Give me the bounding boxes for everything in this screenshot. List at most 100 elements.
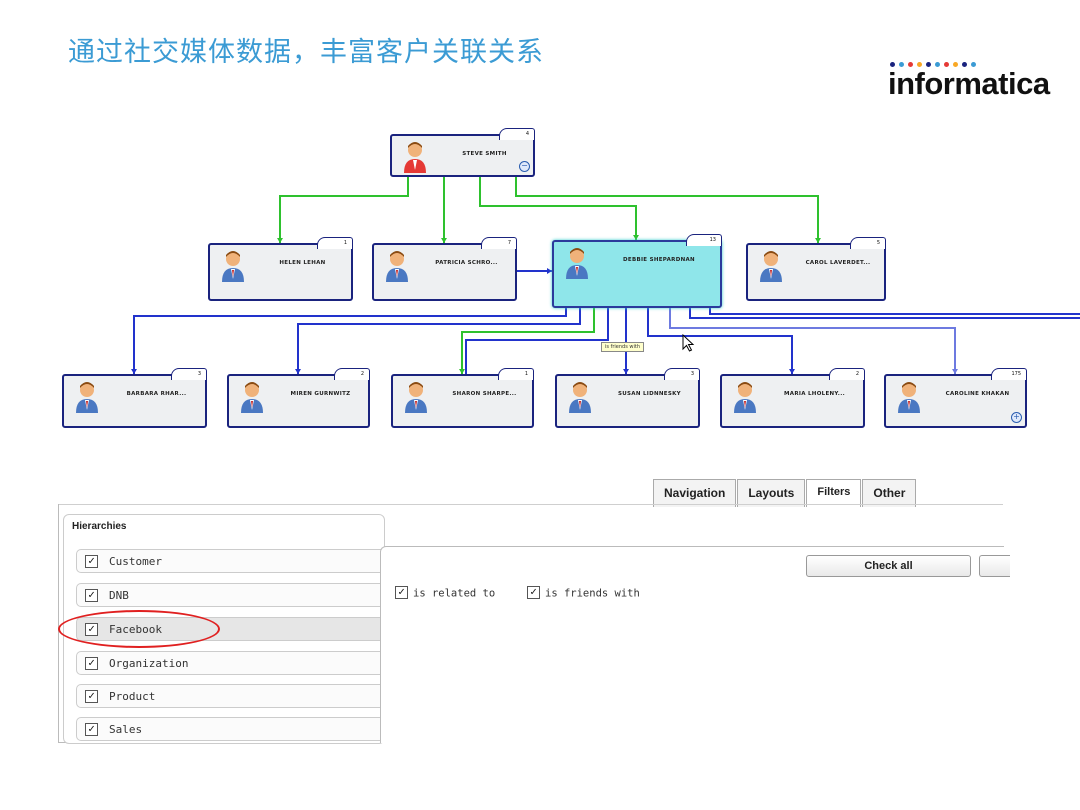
logo-dot <box>971 62 976 67</box>
link-debbie-sharon <box>461 308 595 374</box>
highlight-ellipse <box>58 610 220 648</box>
node-name: SUSAN LIDNNESKY <box>618 391 681 397</box>
filter-is-friends-with[interactable]: ✓is friends with <box>527 586 640 600</box>
link-arrow <box>623 369 629 374</box>
informatica-logo: informatica <box>888 62 1050 101</box>
link-arrow <box>952 369 958 374</box>
node-name: HELEN LEHAN <box>279 260 326 266</box>
link-debbie-offscreen-a <box>689 308 1080 319</box>
checkbox-checked[interactable]: ✓ <box>85 657 98 670</box>
panel-body: Hierarchies ✓ Customer ✓ DNB ✓ Facebook … <box>58 504 1010 744</box>
logo-dot <box>962 62 967 67</box>
checkbox-checked[interactable]: ✓ <box>85 690 98 703</box>
node-count: 4 <box>499 128 535 140</box>
uncheck-all-button[interactable] <box>979 555 1010 577</box>
check-all-button[interactable]: Check all <box>806 555 971 577</box>
link-arrow <box>633 235 639 240</box>
filter-is-related-to[interactable]: ✓is related to <box>395 586 495 600</box>
person-icon <box>566 248 588 279</box>
hierarchy-item-product[interactable]: ✓ Product <box>76 684 384 708</box>
node-count: 5 <box>850 237 886 249</box>
link-arrow <box>131 369 137 374</box>
node-name: PATRICIA SCHRO... <box>435 260 498 266</box>
link-arrow <box>295 369 301 374</box>
link-root-carol <box>515 177 819 243</box>
person-icon <box>404 142 426 173</box>
node-name: CAROLINE KHAKAN <box>945 391 1010 397</box>
mouse-pointer-icon <box>682 334 695 352</box>
collapse-icon[interactable]: − <box>519 161 530 172</box>
tab-other[interactable]: Other <box>862 479 917 507</box>
link-root-helen <box>279 177 409 243</box>
logo-dot <box>890 62 895 67</box>
node-name: MARIA LHOLENY... <box>784 391 845 397</box>
hierarchy-item-organization[interactable]: ✓ Organization <box>76 651 384 675</box>
node-root[interactable]: 4 STEVE SMITH − <box>390 128 535 177</box>
node-count: 1 <box>317 237 353 249</box>
link-arrow <box>547 268 552 274</box>
tab-filters[interactable]: Filters <box>806 479 862 507</box>
node-count: 7 <box>481 237 517 249</box>
node-count: 13 <box>686 234 722 246</box>
person-icon <box>405 382 427 413</box>
link-debbie-maria <box>647 308 793 374</box>
person-icon <box>898 382 920 413</box>
node-name: CAROL LAVERDET... <box>805 260 871 266</box>
link-debbie-offscreen-b <box>709 308 1080 315</box>
person-icon <box>569 382 591 413</box>
logo-dot <box>899 62 904 67</box>
person-icon <box>241 382 263 413</box>
link-arrow <box>441 238 447 243</box>
person-icon <box>386 251 408 282</box>
node-name: DEBBIE SHEPARDNAN <box>623 257 695 263</box>
link-arrow <box>459 369 465 374</box>
person-icon <box>760 251 782 282</box>
link-root-debbie <box>479 177 637 240</box>
logo-dot <box>926 62 931 67</box>
filter-panel: Navigation Layouts Filters Other Hierarc… <box>58 474 1010 744</box>
tab-navigation[interactable]: Navigation <box>653 479 737 507</box>
checkbox-checked[interactable]: ✓ <box>85 589 98 602</box>
logo-dot <box>917 62 922 67</box>
node-name: STEVE SMITH <box>462 151 507 157</box>
checkbox-checked[interactable]: ✓ <box>395 586 408 599</box>
hierarchies-title: Hierarchies <box>72 521 127 532</box>
logo-wordmark: informatica <box>888 66 1050 101</box>
checkbox-checked[interactable]: ✓ <box>85 723 98 736</box>
logo-dot <box>908 62 913 67</box>
tab-layouts[interactable]: Layouts <box>737 479 806 507</box>
link-debbie-barbara <box>133 308 567 374</box>
relation-filters: Check all ✓is related to ✓is friends wit… <box>380 546 1010 743</box>
link-arrow <box>815 238 821 243</box>
checkbox-checked[interactable]: ✓ <box>527 586 540 599</box>
link-debbie-sharon-b <box>465 308 609 374</box>
hierarchy-item-customer[interactable]: ✓ Customer <box>76 549 384 573</box>
person-icon <box>222 251 244 282</box>
link-arrow <box>789 369 795 374</box>
logo-dot <box>953 62 958 67</box>
logo-dot <box>935 62 940 67</box>
node-count: 2 <box>829 368 865 380</box>
checkbox-checked[interactable]: ✓ <box>85 555 98 568</box>
link-arrow <box>277 238 283 243</box>
logo-dots <box>890 62 1038 67</box>
logo-dot <box>944 62 949 67</box>
expand-icon[interactable]: + <box>1011 412 1022 423</box>
hierarchy-item-dnb[interactable]: ✓ DNB <box>76 583 384 607</box>
link-debbie-miren <box>297 308 581 374</box>
node-count: 1 <box>498 368 534 380</box>
node-name: MIREN GURNWITZ <box>290 391 351 397</box>
hierarchy-item-sales[interactable]: ✓ Sales <box>76 717 384 741</box>
graph-links <box>131 177 1080 374</box>
